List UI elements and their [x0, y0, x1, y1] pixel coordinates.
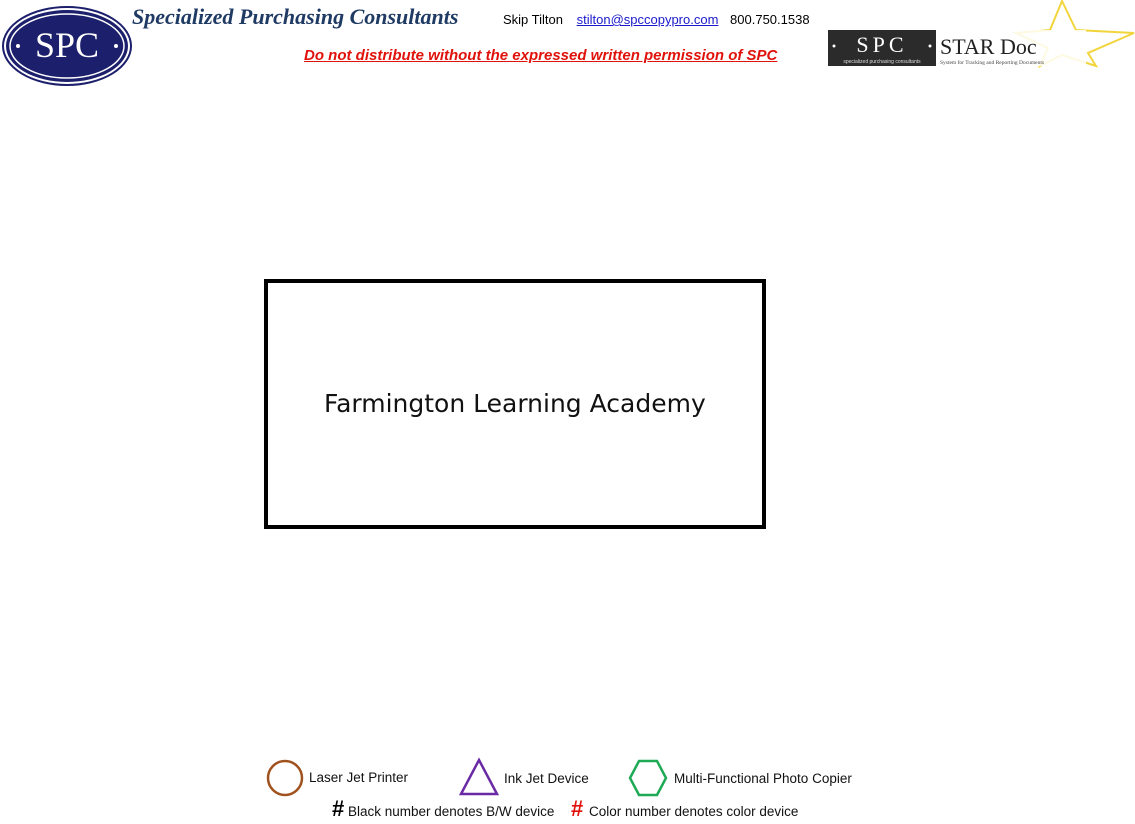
- contact-name: Skip Tilton: [503, 12, 563, 27]
- color-hash-symbol: #: [571, 796, 584, 821]
- inkjet-device-icon: [458, 757, 500, 796]
- company-name: Specialized Purchasing Consultants: [132, 4, 459, 29]
- stardoc-logo: SPC specialized purchasing consultants S…: [828, 0, 1135, 69]
- legend-color-label: Color number denotes color device: [589, 804, 799, 819]
- legend-mfp-label: Multi-Functional Photo Copier: [674, 771, 852, 786]
- stardoc-spc-text: SPC: [856, 32, 907, 57]
- contact-phone: 800.750.1538: [730, 12, 810, 27]
- stardoc-tagline: System for Tracking and Reporting Docume…: [940, 59, 1044, 66]
- stardoc-spc-subtext: specialized purchasing consultants: [843, 59, 921, 65]
- stardoc-title: STAR Doc: [940, 34, 1037, 59]
- building-outline: Farmington Learning Academy: [264, 279, 766, 529]
- spc-logo: SPC: [2, 6, 132, 86]
- bw-hash-symbol: #: [332, 796, 345, 821]
- laser-printer-icon: [266, 759, 304, 797]
- contact-email-link[interactable]: stilton@spccopypro.com: [576, 12, 719, 27]
- distribution-warning: Do not distribute without the expressed …: [304, 47, 778, 64]
- legend-bw-label: Black number denotes B/W device: [348, 804, 555, 819]
- legend-inkjet-label: Ink Jet Device: [504, 771, 589, 786]
- contact-line: Skip Tilton stilton@spccopypro.com 800.7…: [503, 12, 810, 27]
- spc-logo-text: SPC: [35, 25, 99, 65]
- legend-laser-label: Laser Jet Printer: [309, 770, 409, 785]
- building-label: Farmington Learning Academy: [324, 389, 706, 418]
- mfp-copier-icon: [628, 759, 668, 797]
